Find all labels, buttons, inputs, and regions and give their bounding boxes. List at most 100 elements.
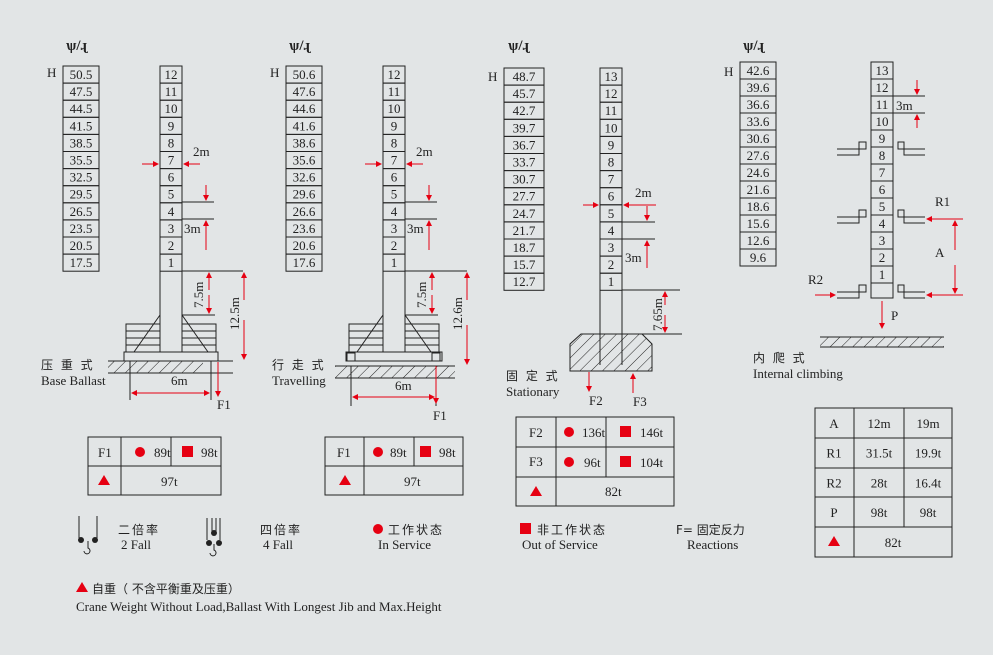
mast-section-number: 11 [165, 84, 178, 99]
legend-four-fall-cn: 四倍率 [260, 522, 302, 537]
height-value: 38.5 [70, 135, 93, 150]
height-value: 41.6 [293, 118, 316, 133]
height-value: 44.5 [70, 101, 93, 116]
table-label: P [830, 505, 837, 520]
table-base-ballast: F1 89t 98t 97t [87, 436, 222, 496]
height-value: 23.6 [293, 221, 316, 236]
legend-reactions-en: Reactions [687, 537, 738, 552]
in-service-value: 136t [582, 425, 606, 440]
mast-section-number: 12 [876, 80, 889, 95]
mast-section-number: 7 [168, 153, 175, 168]
height-value: 30.7 [513, 172, 536, 187]
config-label-en: Stationary [506, 384, 560, 399]
out-of-service-value: 104t [640, 455, 664, 470]
mast-section-number: 12 [388, 67, 401, 82]
height-value: 48.7 [513, 69, 536, 84]
mast-section-number: 8 [879, 148, 886, 163]
mast-section-number: 7 [608, 172, 615, 187]
height-value: 24.6 [747, 165, 770, 180]
mast-section-number: 7 [391, 153, 398, 168]
height-value: 30.6 [747, 131, 770, 146]
value-col-1: 98t [871, 505, 888, 520]
mast-section-number: 11 [388, 84, 401, 99]
config-travelling: ѱ/ɻ 2m 3m 7.5m 12.6m 6m F1 行 走 式 Travell… [272, 38, 470, 423]
mast-section-number: 4 [168, 204, 175, 219]
height-value: 50.5 [70, 67, 93, 82]
self-weight-value: 82t [885, 535, 902, 550]
mast-section-number: 1 [391, 255, 398, 270]
value-col-1: 12m [867, 416, 890, 431]
mast-section-number: 6 [608, 189, 615, 204]
out-of-service-icon [182, 446, 193, 457]
height-value: 42.7 [513, 103, 536, 118]
dim-lower: 7.5m [414, 282, 429, 308]
height-value: 12.7 [513, 274, 536, 289]
mast-section-number: 6 [168, 170, 175, 185]
config-label-en: Travelling [272, 373, 326, 388]
climbing-collars [837, 141, 925, 299]
mast-section-number: 8 [168, 135, 175, 150]
self-weight-icon [339, 475, 351, 485]
dim-width: 2m [416, 144, 433, 159]
table-label: R2 [826, 475, 841, 490]
height-value: 33.6 [747, 114, 770, 129]
in-service-value: 89t [154, 445, 171, 460]
hook-icon: ѱ/ɻ [66, 38, 88, 54]
mast-section-number: 4 [879, 216, 886, 231]
mast-section-number: 5 [391, 187, 398, 202]
height-axis-label: H [47, 65, 56, 80]
table-label: F2 [529, 425, 543, 440]
legend-in-service-cn: 工作状态 [388, 523, 444, 537]
value-col-2: 19.9t [915, 446, 942, 461]
height-value: 33.7 [513, 155, 536, 170]
mast-section-number: 3 [608, 240, 615, 255]
mast-section-number: 2 [391, 238, 398, 253]
force-label: F1 [433, 408, 447, 423]
height-value: 27.7 [513, 189, 536, 204]
svg-text:ѱ/ɻ: ѱ/ɻ [508, 38, 530, 54]
config-label-en: Base Ballast [41, 373, 106, 388]
legend-two-fall-en: 2 Fall [121, 537, 151, 552]
table-label: F1 [98, 445, 112, 460]
value-col-1: 28t [871, 475, 888, 490]
value-col-1: 31.5t [866, 446, 893, 461]
mast-section-number: 13 [605, 69, 618, 84]
two-fall-hook-icon [78, 516, 98, 555]
table-label: R1 [826, 446, 841, 461]
mast-section-number: 9 [391, 118, 398, 133]
height-value: 44.6 [293, 101, 316, 116]
mast-section-number: 4 [391, 204, 398, 219]
height-value: 24.7 [513, 206, 536, 221]
table-label: A [829, 416, 839, 431]
height-value: 21.7 [513, 223, 536, 238]
legend-reactions-cn: F= 固定反力 [676, 522, 745, 537]
config-label-cn: 压 重 式 [41, 358, 95, 372]
height-cell [285, 253, 323, 272]
mast-section-number: 10 [876, 114, 889, 129]
height-value: 20.6 [293, 238, 316, 253]
dim-total: 12.5m [227, 297, 242, 330]
mast-section-number: 8 [608, 155, 615, 170]
mast-section [382, 253, 406, 272]
height-value: 50.6 [293, 67, 316, 82]
mast-section-number: 5 [168, 187, 175, 202]
mast-section [159, 253, 183, 272]
out-of-service-value: 98t [201, 445, 218, 460]
height-value: 39.6 [747, 80, 770, 95]
height-value: 15.7 [513, 257, 536, 272]
dim-total: 12.6m [450, 297, 465, 330]
height-value: 23.5 [70, 221, 93, 236]
mast-section-number: 12 [165, 67, 178, 82]
dim-lower: 7.5m [191, 282, 206, 308]
height-cell [503, 272, 545, 291]
in-service-icon [135, 447, 145, 457]
mast-section-number: 10 [165, 101, 178, 116]
in-service-icon [564, 457, 574, 467]
mast-section-number: 8 [391, 135, 398, 150]
legend: 二倍率 2 Fall 四倍率 4 Fall 工作状态 In Service 非工… [78, 516, 745, 557]
mast-section-number: 5 [879, 199, 886, 214]
out-of-service-value: 146t [640, 425, 664, 440]
self-weight-icon [98, 475, 110, 485]
hook-icon: ѱ/ɻ [743, 38, 765, 54]
